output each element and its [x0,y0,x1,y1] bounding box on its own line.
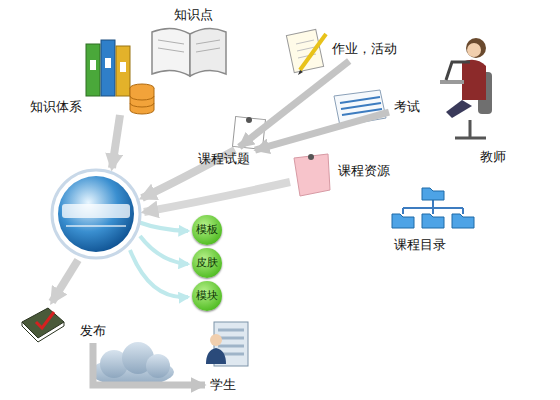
platform-globe [52,170,140,258]
folder-tree-icon [422,188,444,200]
binders-icon [86,40,154,114]
homework-icon [300,34,326,70]
publish-icon [22,308,64,342]
resource-note-icon [308,154,314,160]
book-icon [190,28,226,76]
binders-icon [86,44,100,96]
icon-label: 作业，活动 [330,40,399,58]
label-text: 模块 [196,290,218,302]
resource-note-icon [294,154,330,196]
label-text: 教师 [480,149,506,165]
flow-arrows [52,115,290,302]
label-text: 考试 [394,99,420,115]
student-icon [206,322,248,366]
light-arrows [138,222,188,231]
label-text: 知识体系 [30,99,82,115]
platform-globe [52,170,140,258]
binders-icon [116,46,130,96]
publish-icon [36,312,54,328]
folder-tree-icon [392,188,474,228]
option-chip: 皮肤 [192,248,222,278]
label-text: 知识点 [174,7,213,23]
teacher-icon [446,62,470,80]
homework-icon [286,29,326,75]
folder-tree-icon [403,200,463,214]
icon-label: 课程目录 [392,236,448,254]
icon-label: 知识体系 [28,98,84,116]
label-text: 课程资源 [338,163,390,179]
student-icon [218,330,244,354]
icon-label: 发布 [78,322,108,340]
student-icon [210,334,222,346]
option-chip: 模板 [192,215,222,245]
flow-arrows [112,115,120,168]
cloud-shape [146,354,170,378]
binders-icon [130,88,154,114]
teacher-icon [455,120,486,138]
binders-icon [90,60,96,70]
homework-icon [298,70,303,75]
publish-icon [22,322,64,342]
flow-arrows [144,182,290,212]
flow-arrow [93,343,205,385]
teacher-icon [462,60,486,100]
teacher-icon [467,43,481,57]
teacher-icon [440,38,492,138]
label-text: 发布 [80,323,106,339]
label-text: 课程试题 [198,151,250,167]
flow-arrow [255,112,389,150]
teacher-icon [466,38,486,58]
icon-label: 课程试题 [196,150,252,168]
label-text: 课程目录 [394,237,446,253]
light-arrows [140,236,188,264]
light-arrows [130,222,188,297]
label-text: 作业，活动 [332,41,397,57]
binders-icon [120,62,126,72]
icon-label: 学生 [208,376,238,394]
binders-icon [130,96,154,107]
student-icon [206,348,226,364]
book-icon [152,28,226,76]
icon-label: 考试 [392,98,422,116]
binders-icon [101,40,115,96]
publish-icon [22,308,64,338]
folder-tree-icon [392,214,414,228]
book-icon [152,28,190,76]
folder-tree-icon [452,214,474,228]
platform-globe [66,225,126,227]
icon-label: 教师 [478,148,508,166]
flow-arrow [239,61,349,147]
icon-label: 知识点 [172,6,215,24]
teacher-icon [446,100,472,118]
light-arrows [130,250,188,297]
resource-note-icon [294,154,330,196]
label-text: 学生 [210,377,236,393]
label-text: 模板 [196,224,218,236]
cloud-shape [90,342,174,386]
platform-globe [62,204,130,218]
teacher-icon [440,80,464,84]
icon-label: 课程资源 [336,162,392,180]
option-chip: 模块 [192,281,222,311]
label-text: 皮肤 [196,257,218,269]
binders-icon [105,58,111,68]
platform-globe [58,176,134,252]
flow-arrows [52,260,78,302]
folder-tree-icon [422,214,444,228]
note-icon [246,117,252,123]
book-icon [158,40,220,52]
